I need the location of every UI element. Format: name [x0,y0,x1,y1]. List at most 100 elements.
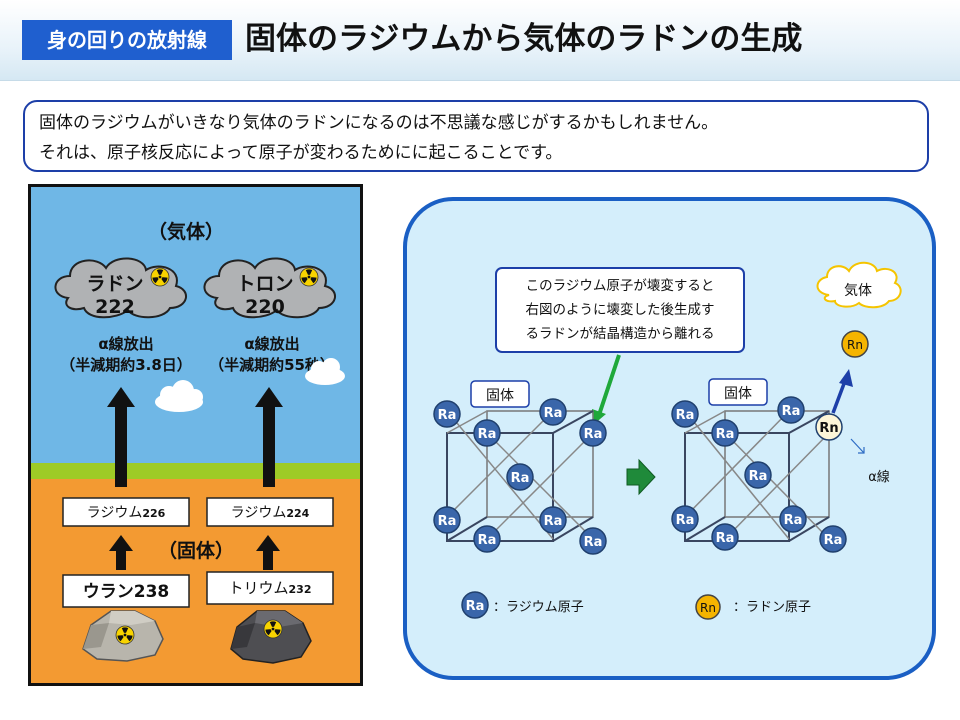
solid-left-box [470,380,530,408]
ra-atom-right-5: Ra [779,505,807,533]
legend-rn-symbol: Rn [700,601,716,615]
category-tag: 身の回りの放射線 [22,20,232,60]
ra226-label: ラジウム226 [87,505,166,521]
ra-atom-left-3: Ra [579,419,607,447]
svg-text:Ra: Ra [438,408,457,423]
svg-text:Ra: Ra [716,531,735,546]
intro-line-1: 固体のラジウムがいきなり気体のラドンになるのは不思議な感じがするかもしれません。 [39,113,719,133]
ra224-name: ラジウム [231,505,287,521]
solid-right-label: 固体 [724,386,752,402]
svg-text:Ra: Ra [676,513,695,528]
svg-text:Ra: Ra [784,513,803,528]
sky-background [31,187,360,463]
svg-text:Ra: Ra [544,406,563,421]
svg-text:Ra: Ra [676,408,695,423]
gas-label: 気体 [844,283,872,299]
svg-text:Ra: Ra [584,427,603,442]
alpha-right-line2: （半減期約55秒） [209,356,335,374]
svg-text:Ra: Ra [716,427,735,442]
alpha-ray-arrow [850,438,865,454]
u238-name: ウラン [83,582,134,602]
thoron-name: トロン [236,273,293,295]
arrow-u238-to-ra226 [109,535,133,570]
u238-box [62,574,190,608]
legend-ra-symbol: Ra [466,599,485,614]
callout-line-2: 右図のように壊変した後生成す [526,301,715,318]
ra226-box [62,497,190,527]
svg-text:Rn: Rn [819,421,838,436]
thoron-hazard-icon [299,267,319,287]
ra-atom-left-4: Ra [506,463,534,491]
solid-right-box [708,378,768,406]
legend-rn-text: ：ラドン原子 [733,600,811,615]
uranium-hazard-icon [115,625,135,645]
intro-box: 固体のラジウムがいきなり気体のラドンになるのは不思議な感じがするかもしれません。… [23,100,929,172]
callout-line-1: このラジウム原子が壊変すると [526,277,715,294]
ra224-box [206,497,334,527]
grass-strip [31,463,360,479]
solid-label: （固体） [158,539,234,562]
svg-text:Ra: Ra [438,514,457,529]
ra-atom-right-7: Ra [819,525,847,553]
callout-line-3: るラドンが結晶構造から離れる [526,326,715,342]
ra-atom-left-8: Ra [579,527,607,555]
ra-atom-left-2: Ra [473,419,501,447]
small-cloud-1 [155,380,203,412]
thoron-number: 220 [245,296,285,318]
arrow-th232-to-ra224 [256,535,280,570]
alpha-right-line1: α線放出 [244,335,299,353]
callout-box [495,267,745,353]
svg-text:Ra: Ra [782,404,801,419]
ra-atom-left-1: Ra [539,398,567,426]
th232-label: トリウム232 [229,579,312,597]
intro-line-2: それは、原子核反応によって原子が変わるためにに起こることです。 [39,143,563,163]
legend-ra-atom [461,591,489,619]
ra226-num: 226 [142,507,165,520]
svg-text:Ra: Ra [511,471,530,486]
svg-text:Ra: Ra [478,427,497,442]
gas-cloud [816,261,902,309]
decay-chain-panel: （気体） ラドン 222 トロン 220 α線放出 （半減期約3.8日） α線放… [28,184,363,686]
ra-atom-right-1: Ra [777,396,805,424]
small-cloud-2 [305,358,345,385]
legend-ra-text: ：ラジウム原子 [493,600,584,615]
solid-left-label: 固体 [486,388,514,404]
ra-atom-right-0: Ra [671,400,699,428]
ra-atom-right-6: Ra [711,523,739,551]
u238-label: ウラン238 [83,582,170,602]
arrow-ra224-to-thoron [255,387,283,487]
crystal-structure-panel: このラジウム原子が壊変すると 右図のように壊変した後生成す るラドンが結晶構造か… [403,197,936,680]
svg-text:Rn: Rn [847,338,863,352]
svg-text:Ra: Ra [478,533,497,548]
ra-atom-right-2: Ra [711,419,739,447]
ra226-name: ラジウム [87,505,143,521]
page-title: 固体のラジウムから気体のラドンの生成 [245,21,803,57]
decay-chain-illustration: （気体） ラドン 222 トロン 220 α線放出 （半減期約3.8日） α線放… [31,187,360,683]
ra-atom-left-6: Ra [539,506,567,534]
ra-atom-left-0: Ra [433,400,461,428]
transition-arrow [626,458,656,496]
u238-num: 238 [134,582,170,602]
radon-number: 222 [95,296,135,318]
th232-num: 232 [289,583,312,596]
svg-text:Ra: Ra [584,535,603,550]
callout-pointer [597,354,621,416]
rn-atom-escaped: Rn [841,330,869,358]
th232-name: トリウム [229,579,289,597]
ra224-num: 224 [286,507,309,520]
rn-atom-lattice: Rn [815,413,843,441]
radon-name: ラドン [86,273,143,295]
svg-text:Ra: Ra [824,533,843,548]
right-lattice [684,410,830,542]
ra-atom-left-5: Ra [433,506,461,534]
ra-atom-left-7: Ra [473,525,501,553]
arrow-ra226-to-radon [107,387,135,487]
rn-escape-arrow [831,380,847,414]
th232-box [206,571,334,605]
ra-atom-right-4: Ra [671,505,699,533]
crystal-structure-illustration: このラジウム原子が壊変すると 右図のように壊変した後生成す るラドンが結晶構造か… [433,261,902,620]
ra224-label: ラジウム224 [231,505,310,521]
alpha-label: α線 [868,469,890,485]
legend-rn-atom [695,594,721,620]
